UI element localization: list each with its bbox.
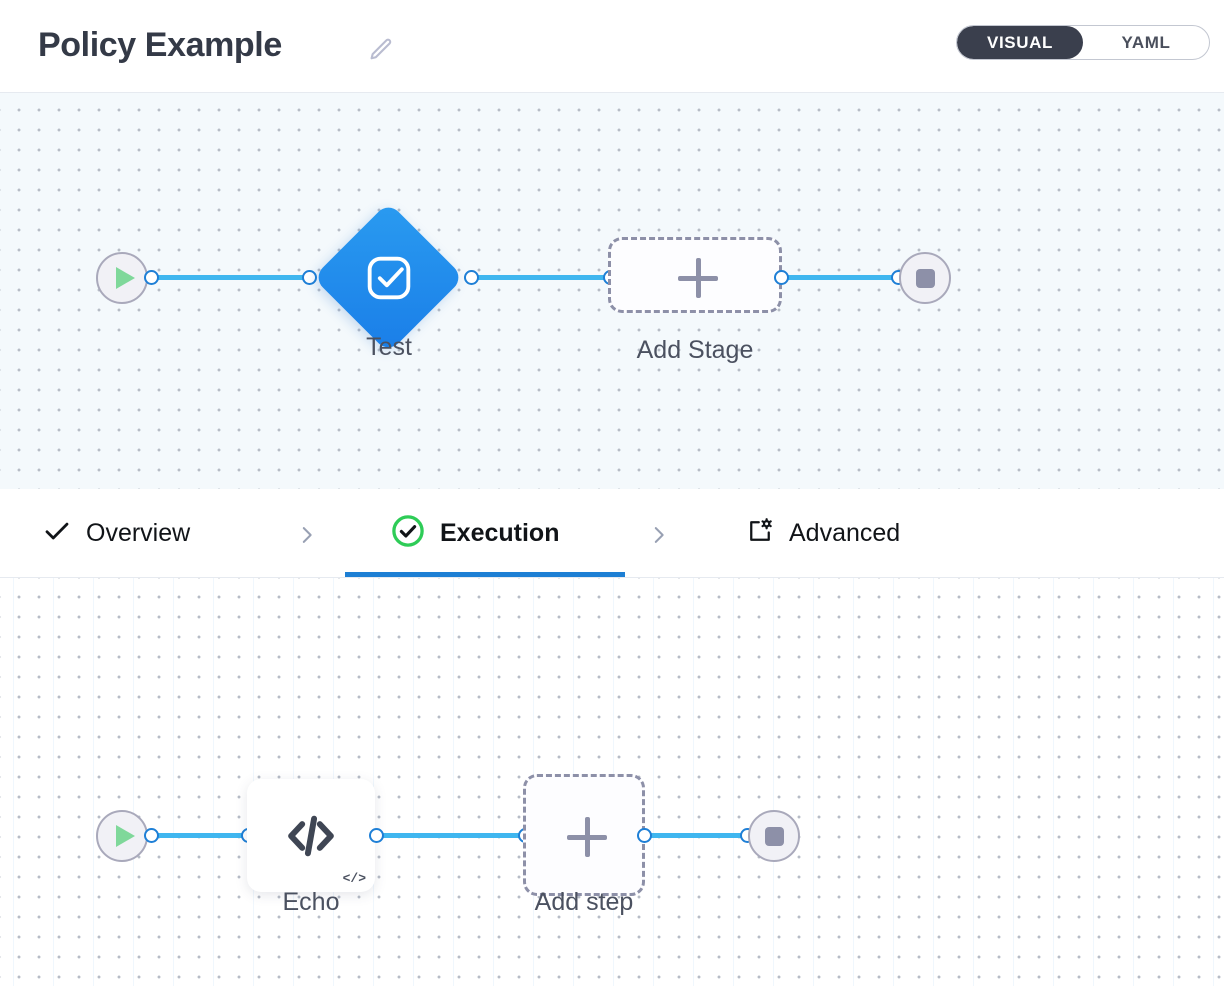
stage-label-test: Test: [366, 333, 412, 361]
step-node-echo[interactable]: </>: [247, 779, 375, 892]
tab-overview-label: Overview: [86, 518, 191, 547]
add-stage-button[interactable]: [608, 237, 782, 313]
connector-test-to-addstage: [464, 275, 616, 280]
tab-advanced[interactable]: Advanced: [745, 489, 900, 577]
tab-execution[interactable]: Execution: [390, 489, 559, 577]
steps-canvas[interactable]: </> Echo Add step: [0, 578, 1224, 986]
chevron-right-icon-2: [648, 520, 670, 558]
stages-canvas[interactable]: Test Add Stage: [0, 93, 1224, 489]
port-addstep-out[interactable]: [637, 828, 652, 843]
approval-check-icon: [314, 203, 464, 353]
port-step-start-out[interactable]: [144, 828, 159, 843]
connector-start-to-test: [150, 275, 316, 280]
stop-icon: [764, 826, 784, 846]
port-start-out[interactable]: [144, 270, 159, 285]
port-test-in[interactable]: [302, 270, 317, 285]
add-stage-label: Add Stage: [636, 336, 754, 364]
code-icon: [247, 779, 375, 892]
check-icon: [42, 516, 72, 551]
play-icon: [115, 825, 135, 847]
tab-advanced-label: Advanced: [789, 518, 901, 547]
step-end-node[interactable]: [748, 810, 800, 862]
connector-start-to-echo: [150, 833, 254, 838]
chevron-right-icon-1: [296, 520, 318, 558]
add-step-button[interactable]: [523, 774, 645, 896]
stage-start-node[interactable]: [96, 252, 148, 304]
start-node-circle[interactable]: [96, 252, 148, 304]
check-circle-icon: [390, 513, 426, 554]
toggle-option-visual[interactable]: VISUAL: [957, 26, 1083, 59]
settings-window-icon: [745, 516, 775, 551]
step-type-badge: </>: [342, 871, 366, 886]
page-title: Policy Example: [38, 26, 282, 64]
port-echo-out[interactable]: [369, 828, 384, 843]
pencil-icon[interactable]: [366, 36, 394, 64]
end-node-circle[interactable]: [899, 252, 951, 304]
tab-execution-label: Execution: [440, 518, 560, 547]
step-start-node[interactable]: [96, 810, 148, 862]
stop-icon: [915, 268, 935, 288]
stage-node-test[interactable]: [312, 201, 465, 354]
toggle-option-yaml[interactable]: YAML: [1121, 32, 1171, 52]
tab-overview[interactable]: Overview: [42, 489, 190, 577]
port-test-out[interactable]: [464, 270, 479, 285]
section-tabbar: Overview Execution: [0, 489, 1224, 578]
view-mode-toggle[interactable]: VISUAL YAML: [956, 25, 1210, 60]
connector-addstage-to-end: [775, 275, 905, 280]
stage-end-node[interactable]: [899, 252, 951, 304]
start-node-circle[interactable]: [96, 810, 148, 862]
tab-active-underline: [345, 572, 625, 577]
step-label-echo: Echo: [282, 888, 340, 916]
connector-addstep-to-end: [638, 833, 754, 838]
connector-echo-to-addstep: [370, 833, 530, 838]
play-icon: [115, 267, 135, 289]
plus-icon-vertical: [584, 817, 590, 857]
end-node-circle[interactable]: [748, 810, 800, 862]
plus-icon-vertical: [695, 258, 701, 298]
add-step-label: Add step: [534, 888, 634, 916]
page-header: Policy Example VISUAL YAML: [0, 0, 1224, 93]
port-addstage-out[interactable]: [774, 270, 789, 285]
